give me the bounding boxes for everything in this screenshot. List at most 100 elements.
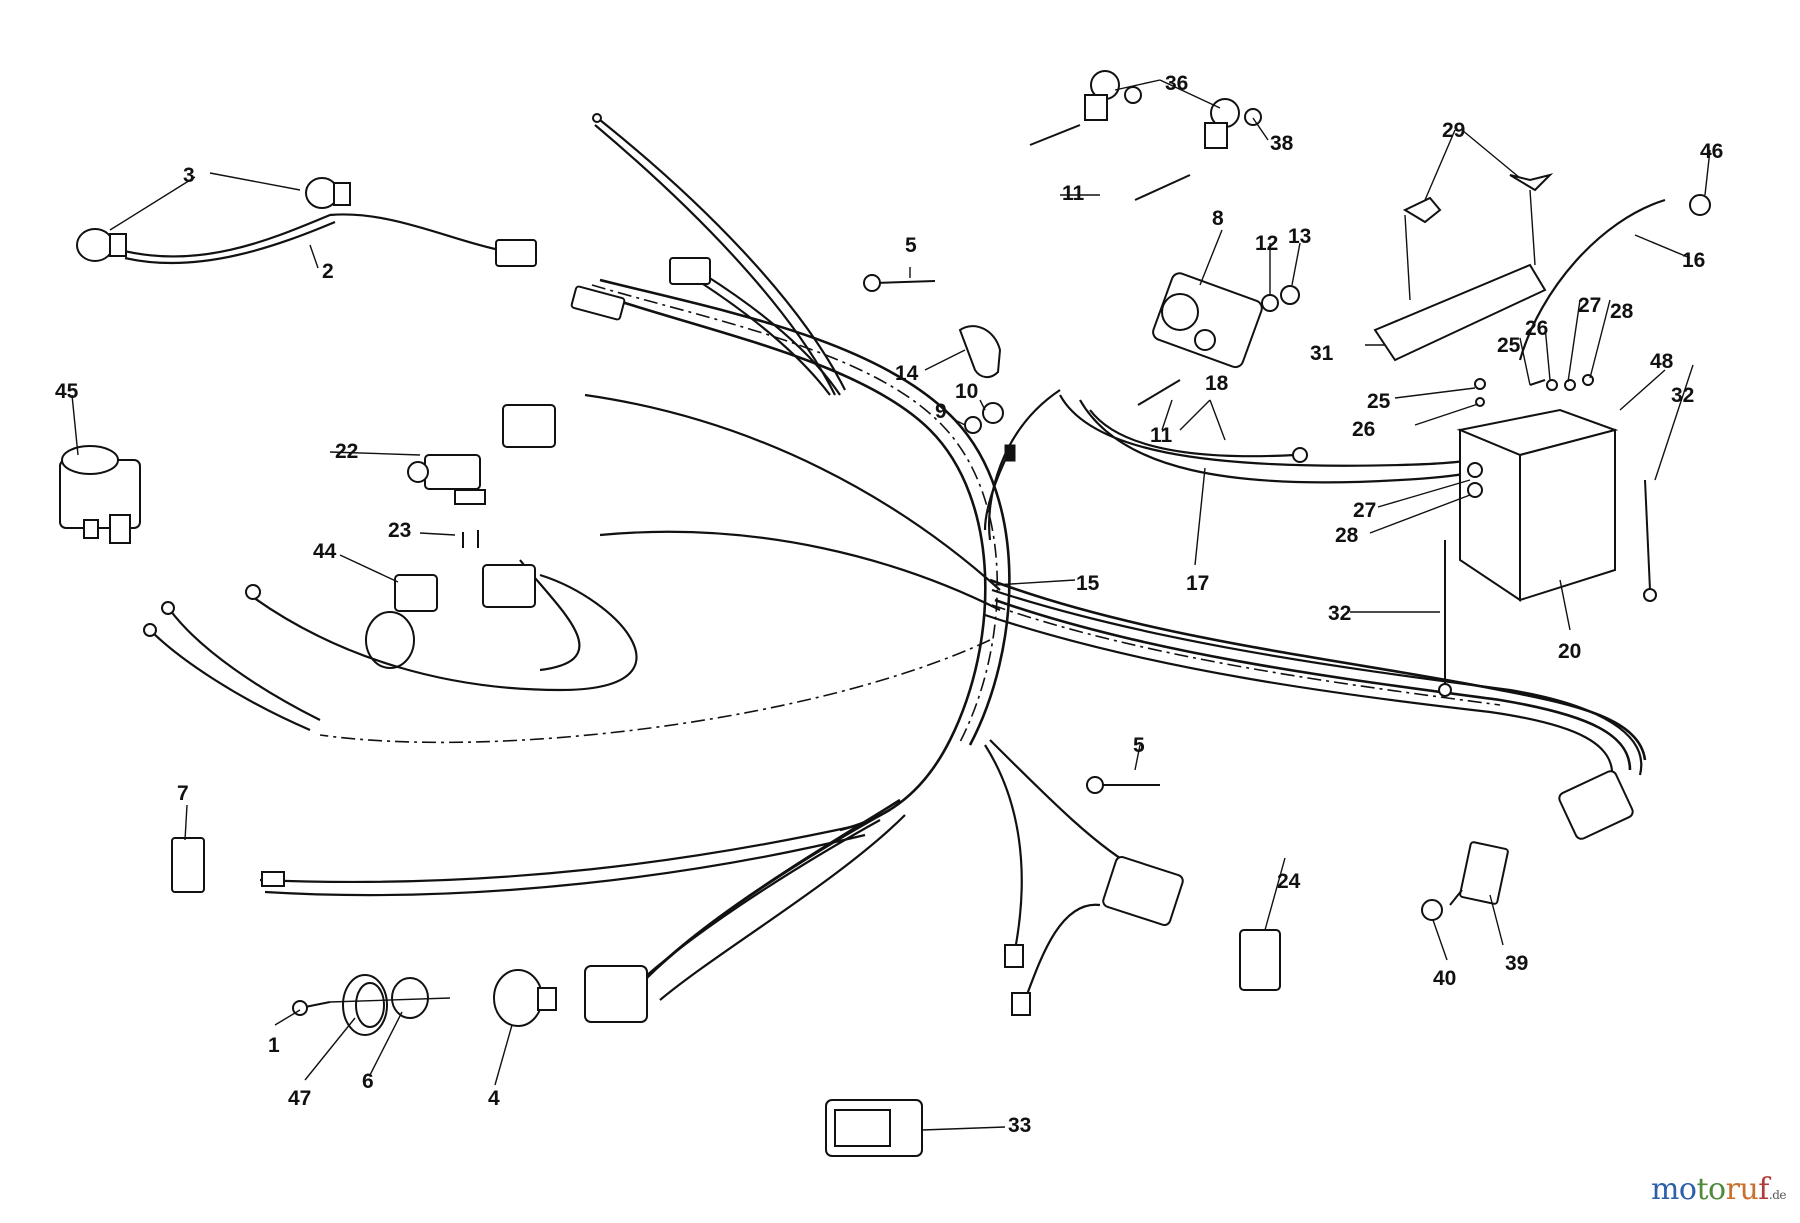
callout-25: 25 xyxy=(1367,390,1391,413)
screw-26 xyxy=(1546,379,1558,391)
callout-3: 3 xyxy=(183,164,195,187)
callout-40: 40 xyxy=(1433,967,1456,990)
callout-33: 33 xyxy=(1008,1114,1031,1137)
callout-13: 13 xyxy=(1288,225,1311,248)
nut-40 xyxy=(1421,899,1443,921)
watermark-logo: motoruf.de xyxy=(1650,1172,1787,1207)
leader-lines xyxy=(71,79,1711,1131)
callout-26-top: 26 xyxy=(1525,317,1548,340)
callout-15: 15 xyxy=(1076,572,1100,595)
relay-44 xyxy=(365,574,438,669)
callout-9: 9 xyxy=(935,400,947,423)
hour-meter-face xyxy=(834,1109,891,1147)
callout-47: 47 xyxy=(288,1087,311,1110)
screw-28 xyxy=(1582,374,1594,386)
wing-nut-29a xyxy=(1402,196,1442,224)
bolt-5-bottom xyxy=(1086,776,1160,794)
callout-17: 17 xyxy=(1186,572,1209,595)
callout-5b: 5 xyxy=(1133,734,1145,757)
callout-38: 38 xyxy=(1270,132,1294,155)
callout-31: 31 xyxy=(1310,342,1334,365)
screw-25b xyxy=(1474,378,1486,390)
callout-20: 20 xyxy=(1558,640,1581,663)
connector-right xyxy=(1558,770,1634,840)
callout-25-top: 25 xyxy=(1497,334,1521,357)
callout-27: 27 xyxy=(1353,499,1376,522)
callout-22: 22 xyxy=(335,440,358,463)
nut-9 xyxy=(964,416,982,434)
callout-32-right: 32 xyxy=(1671,384,1694,407)
toggle-switch-39 xyxy=(1459,841,1509,905)
nut-12 xyxy=(1261,294,1279,312)
rod-32-left-end xyxy=(1438,683,1452,697)
battery-20 xyxy=(1456,408,1619,602)
battery-holddown-31 xyxy=(1373,263,1547,362)
callout-16: 16 xyxy=(1682,249,1705,272)
callout-26: 26 xyxy=(1352,418,1375,441)
callout-6: 6 xyxy=(362,1070,374,1093)
connector-e xyxy=(1102,856,1184,926)
terminal-f xyxy=(1004,944,1024,968)
screw-27 xyxy=(1564,379,1576,391)
ignition-parts xyxy=(292,969,557,1036)
callout-11-top: 11 xyxy=(1062,182,1085,205)
callout-29: 29 xyxy=(1442,119,1465,142)
callout-46: 46 xyxy=(1700,140,1723,163)
callout-24: 24 xyxy=(1277,870,1301,893)
wing-nut-29b xyxy=(1509,173,1554,192)
callout-39: 39 xyxy=(1505,952,1528,975)
terminal-boot-14 xyxy=(958,325,1002,378)
callout-23: 23 xyxy=(388,519,411,542)
main-harness xyxy=(149,113,1647,1001)
bolt-11-mid xyxy=(1137,379,1181,406)
callout-27-top: 27 xyxy=(1578,294,1601,317)
callout-10: 10 xyxy=(955,380,978,403)
callout-48: 48 xyxy=(1650,350,1674,373)
callout-11-mid: 11 xyxy=(1150,424,1173,447)
callout-7: 7 xyxy=(177,782,189,805)
connector-a xyxy=(502,404,556,448)
wing-nut-leaders xyxy=(1404,189,1536,301)
washer-46 xyxy=(1689,194,1711,216)
callout-12: 12 xyxy=(1255,232,1278,255)
terminal-g xyxy=(1011,992,1031,1016)
connector-d xyxy=(669,257,711,285)
callout-4: 4 xyxy=(488,1087,500,1110)
logo-part-3: ru xyxy=(1725,1172,1759,1207)
fuse-24 xyxy=(1239,929,1281,991)
screw-25 xyxy=(1529,379,1546,386)
bulb-harness xyxy=(76,177,537,267)
starter-solenoid-8 xyxy=(1152,272,1263,369)
lugs-36 xyxy=(1084,70,1262,149)
rod-32-right-end xyxy=(1643,588,1657,602)
callout-32-left: 32 xyxy=(1328,602,1351,625)
relay-22 xyxy=(407,454,486,548)
rod-32-right xyxy=(1644,479,1651,591)
toggle-lever xyxy=(1449,889,1463,906)
callout-45: 45 xyxy=(55,380,79,403)
callout-2: 2 xyxy=(322,260,334,283)
seat-switch xyxy=(59,445,141,544)
callout-28: 28 xyxy=(1335,524,1359,547)
bolt-11-top-a xyxy=(1029,124,1081,146)
callout-18: 18 xyxy=(1205,372,1229,395)
callout-36: 36 xyxy=(1165,72,1188,95)
logo-part-2: to xyxy=(1696,1172,1726,1207)
connector-c xyxy=(570,285,626,321)
callout-14: 14 xyxy=(895,362,919,385)
cable-16 xyxy=(1518,198,1666,361)
bolt-11-top-b xyxy=(1134,174,1191,201)
nut-10 xyxy=(982,402,1004,424)
bolt-5-top xyxy=(863,274,936,292)
connector-b xyxy=(482,564,536,608)
switch-7 xyxy=(171,837,205,893)
nut-13 xyxy=(1280,285,1300,305)
logo-part-1: mo xyxy=(1650,1172,1697,1207)
harness-plug xyxy=(584,965,648,1023)
callout-44: 44 xyxy=(313,540,337,563)
logo-suffix: .de xyxy=(1768,1188,1787,1202)
callout-28-top: 28 xyxy=(1610,300,1634,323)
callout-1: 1 xyxy=(268,1034,280,1057)
callout-5a: 5 xyxy=(905,234,917,257)
